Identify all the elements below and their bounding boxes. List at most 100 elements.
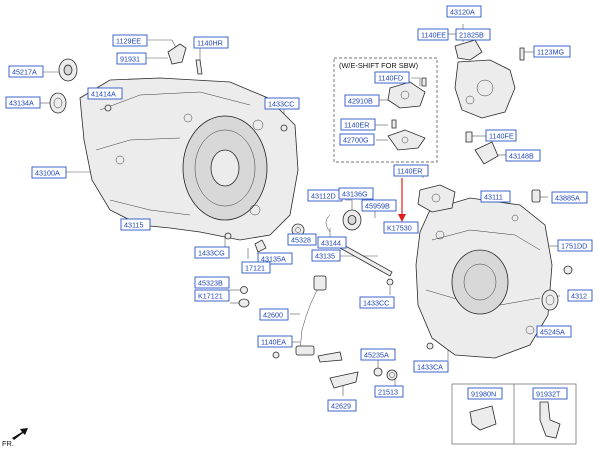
svg-text:43100A: 43100A — [35, 169, 60, 178]
svg-text:1140FD: 1140FD — [378, 74, 403, 83]
svg-text:91931: 91931 — [120, 55, 140, 64]
svg-text:K17530: K17530 — [387, 224, 412, 233]
callout-1433cg[interactable]: 1433CG — [194, 246, 230, 259]
callout-1140hr[interactable]: 1140HR — [193, 36, 229, 49]
svg-text:43885A: 43885A — [555, 194, 580, 203]
callout-1140fe[interactable]: 1140FE — [485, 129, 517, 142]
callout-labels: 43120A 1129EE 1140HR 91931 45217A 43134A… — [5, 5, 593, 412]
callout-91931[interactable]: 91931 — [116, 52, 147, 65]
callout-91932t[interactable]: 91932T — [532, 387, 568, 400]
callout-45217a[interactable]: 45217A — [8, 65, 44, 78]
svg-text:43115: 43115 — [124, 221, 143, 230]
svg-text:1140EA: 1140EA — [261, 338, 286, 347]
callout-21825b[interactable]: 21825B — [455, 28, 491, 41]
svg-text:43135A: 43135A — [261, 255, 286, 264]
left-small-parts — [49, 43, 288, 240]
svg-text:42600: 42600 — [263, 311, 283, 320]
callout-45245a[interactable]: 45245A — [536, 325, 572, 338]
svg-text:43112D: 43112D — [311, 192, 336, 201]
svg-text:1123MG: 1123MG — [537, 48, 564, 57]
svg-text:21825B: 21825B — [459, 31, 484, 40]
middle-parts — [238, 209, 434, 389]
callout-21513[interactable]: 21513 — [374, 385, 404, 398]
callout-k17530[interactable]: K17530 — [383, 221, 419, 234]
svg-text:42910B: 42910B — [348, 97, 373, 106]
svg-text:45245A: 45245A — [540, 328, 565, 337]
svg-text:91932T: 91932T — [536, 390, 561, 399]
callout-43120a[interactable]: 43120A — [446, 5, 482, 18]
callout-1751dd[interactable]: 1751DD — [557, 239, 593, 252]
callout-43134a[interactable]: 43134A — [5, 96, 41, 109]
front-direction-marker: FR. — [2, 428, 28, 448]
svg-text:1433CA: 1433CA — [417, 363, 443, 372]
svg-text:1140HR: 1140HR — [197, 39, 223, 48]
callout-43144[interactable]: 43144 — [317, 236, 347, 249]
svg-text:42629: 42629 — [331, 402, 351, 411]
callout-43885a[interactable]: 43885A — [551, 191, 588, 204]
svg-text:45217A: 45217A — [12, 68, 37, 77]
callout-1433cc-left[interactable]: 1433CC — [264, 97, 300, 110]
svg-text:91980N: 91980N — [471, 390, 496, 399]
callout-1140er-top[interactable]: 1140ER — [340, 118, 376, 131]
svg-text:43144: 43144 — [321, 239, 341, 248]
svg-text:45328: 45328 — [291, 236, 311, 245]
svg-text:1140FE: 1140FE — [489, 132, 514, 141]
callout-43111[interactable]: 43111 — [480, 190, 511, 203]
svg-text:4312: 4312 — [571, 292, 587, 301]
svg-text:1751DD: 1751DD — [561, 242, 587, 251]
svg-text:43120A: 43120A — [450, 8, 475, 17]
svg-text:45959B: 45959B — [365, 202, 390, 211]
svg-text:43111: 43111 — [484, 193, 503, 202]
callout-43135a[interactable]: 43135A — [257, 252, 293, 265]
svg-text:43136G: 43136G — [342, 190, 368, 199]
svg-text:17121: 17121 — [245, 264, 265, 273]
callout-42600[interactable]: 42600 — [259, 308, 289, 321]
clutch-housing — [79, 77, 299, 241]
callout-1433ca[interactable]: 1433CA — [413, 360, 449, 373]
callout-42700g[interactable]: 42700G — [339, 133, 375, 146]
callout-1123mg[interactable]: 1123MG — [533, 45, 571, 58]
svg-text:1433CC: 1433CC — [363, 299, 389, 308]
svg-text:1433CG: 1433CG — [198, 249, 225, 258]
svg-text:43134A: 43134A — [9, 99, 34, 108]
mount-bracket — [436, 32, 525, 165]
callout-43148b[interactable]: 43148B — [505, 149, 541, 162]
callout-91980n[interactable]: 91980N — [467, 387, 503, 400]
callout-42629[interactable]: 42629 — [327, 399, 357, 412]
sbw-parts — [387, 77, 427, 151]
svg-text:1140EE: 1140EE — [421, 31, 446, 40]
callout-1140fd[interactable]: 1140FD — [374, 71, 410, 84]
svg-text:45235A: 45235A — [364, 351, 389, 360]
svg-text:45323B: 45323B — [198, 279, 223, 288]
callout-42910b[interactable]: 42910B — [344, 94, 380, 107]
svg-text:1140ER: 1140ER — [344, 121, 369, 130]
callout-17121[interactable]: 17121 — [241, 261, 271, 274]
footer-text: FR. — [2, 439, 14, 448]
sbw-caption: (W/E-SHIFT FOR SBW) — [339, 61, 418, 70]
callout-4312[interactable]: 4312 — [567, 289, 593, 302]
callout-41414a[interactable]: 41414A — [87, 87, 123, 100]
svg-text:K17121: K17121 — [198, 292, 223, 301]
callout-1140er-mid[interactable]: 1140ER — [393, 164, 429, 177]
callout-k17121[interactable]: K17121 — [194, 289, 230, 302]
transmission-case — [415, 184, 573, 359]
callout-1140ea[interactable]: 1140EA — [257, 335, 293, 348]
callout-43135[interactable]: 43135 — [311, 249, 341, 262]
callout-45959b[interactable]: 45959B — [361, 199, 397, 212]
callout-43136g[interactable]: 43136G — [338, 187, 374, 200]
sbw-subassembly-frame — [333, 57, 438, 163]
callout-43115[interactable]: 43115 — [120, 218, 151, 231]
front-arrow-icon — [12, 428, 28, 440]
callout-45328[interactable]: 45328 — [287, 233, 317, 246]
callout-43100a[interactable]: 43100A — [31, 166, 67, 179]
callout-45323b[interactable]: 45323B — [194, 276, 230, 289]
callout-1433cc-bottom[interactable]: 1433CC — [359, 296, 395, 309]
svg-text:21513: 21513 — [378, 388, 398, 397]
callout-43112d[interactable]: 43112D — [307, 189, 343, 202]
svg-text:43135: 43135 — [315, 252, 335, 261]
callout-1129ee[interactable]: 1129EE — [112, 34, 148, 47]
svg-text:41414A: 41414A — [91, 90, 116, 99]
callout-1140ee[interactable]: 1140EE — [417, 28, 449, 41]
callout-45235a[interactable]: 45235A — [360, 348, 396, 361]
